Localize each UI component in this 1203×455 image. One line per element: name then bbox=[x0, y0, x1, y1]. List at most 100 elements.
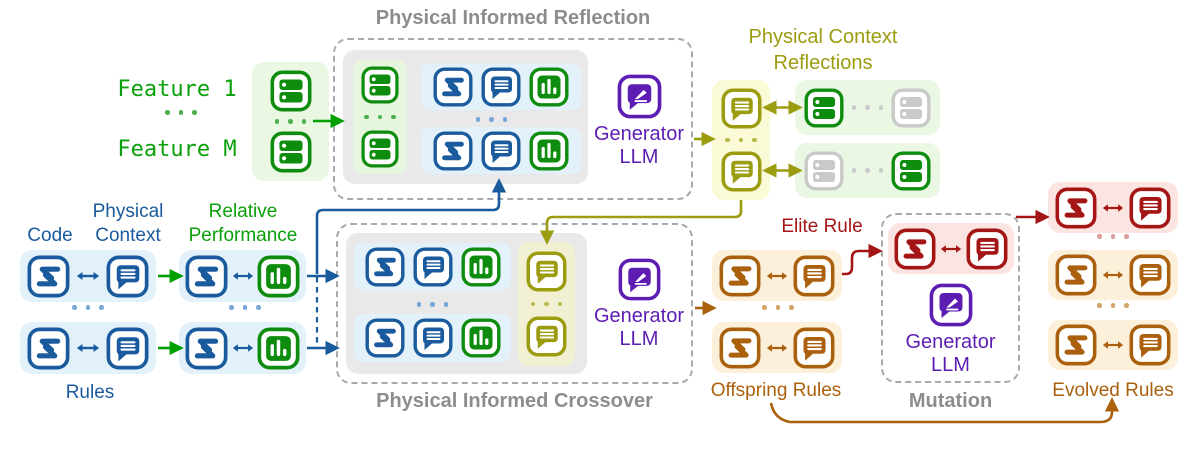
reflection-generator-llm: Generator LLM bbox=[584, 74, 694, 169]
feature-icon bbox=[804, 88, 844, 128]
code-icon bbox=[719, 255, 761, 297]
relative-label: Relative bbox=[208, 201, 278, 222]
feature-icon-disabled bbox=[804, 151, 844, 191]
feature-icon bbox=[270, 131, 312, 173]
feature-m-label: Feature M bbox=[117, 137, 237, 162]
context-chat-icon bbox=[481, 67, 521, 107]
code-icon bbox=[719, 327, 761, 369]
crossover-dashed-box bbox=[336, 223, 693, 384]
performance-chart-icon bbox=[529, 131, 569, 171]
rules-label: Rules bbox=[65, 382, 115, 403]
context-chat-icon bbox=[966, 228, 1008, 270]
ellipsis-dots bbox=[217, 305, 273, 310]
offspring-rules-label: Offspring Rules bbox=[710, 380, 842, 401]
ellipsis-dots bbox=[364, 114, 396, 120]
feature-icon-disabled bbox=[891, 88, 931, 128]
performance-chart-icon bbox=[461, 318, 501, 358]
performance-chart-icon bbox=[257, 327, 300, 370]
reflections-heading-line1: Physical Context bbox=[748, 26, 898, 48]
reflection-rule-row bbox=[421, 127, 581, 174]
llm-label: LLM bbox=[619, 145, 659, 168]
double-arrow-icon bbox=[766, 342, 788, 354]
feature-icon bbox=[361, 66, 399, 104]
performance-label: Performance bbox=[188, 225, 298, 246]
rule-code-performance bbox=[179, 250, 306, 302]
context-chat-icon bbox=[1129, 187, 1171, 229]
elite-rule-label: Elite Rule bbox=[781, 216, 863, 237]
performance-chart-icon bbox=[529, 67, 569, 107]
code-icon bbox=[185, 255, 228, 298]
evolved-rule-elite bbox=[1048, 182, 1178, 233]
ellipsis-dots bbox=[464, 117, 519, 122]
context-chat-icon bbox=[793, 255, 835, 297]
generator-llm-icon bbox=[617, 74, 662, 119]
ellipsis-dots bbox=[851, 105, 884, 110]
reflections-heading-line2: Reflections bbox=[773, 52, 873, 74]
context-chat-icon bbox=[1129, 324, 1171, 366]
double-arrow-icon bbox=[940, 243, 962, 255]
ellipsis-dots bbox=[60, 305, 116, 310]
context-chat-icon bbox=[481, 131, 521, 171]
reflection-feature-subset bbox=[795, 80, 940, 135]
ellipsis-dots bbox=[1086, 303, 1140, 308]
double-arrow-icon bbox=[1102, 269, 1124, 281]
code-icon bbox=[1055, 254, 1097, 296]
code-icon bbox=[185, 327, 228, 370]
generator-label: Generator bbox=[593, 305, 685, 327]
double-arrow-icon bbox=[232, 342, 254, 354]
features-ellipsis-dots bbox=[148, 110, 214, 115]
crossover-title: Physical Informed Crossover bbox=[376, 390, 653, 412]
feature-icon bbox=[361, 130, 399, 168]
mutation-title: Mutation bbox=[908, 390, 993, 412]
ellipsis-dots bbox=[405, 302, 460, 307]
mutation-dashed-box bbox=[881, 213, 1020, 383]
code-icon bbox=[1055, 187, 1097, 229]
ellipsis-dots bbox=[530, 301, 563, 307]
feature-icon bbox=[270, 70, 312, 112]
code-icon bbox=[433, 131, 473, 171]
crossover-generator-llm: Generator LLM bbox=[584, 258, 694, 351]
code-icon bbox=[365, 318, 405, 358]
generator-llm-icon bbox=[618, 258, 661, 301]
double-arrow-icon bbox=[232, 270, 254, 282]
performance-chart-icon bbox=[461, 247, 501, 287]
crossover-reflections-column bbox=[518, 242, 575, 366]
double-arrow-icon bbox=[766, 270, 788, 282]
evolved-rule bbox=[1048, 250, 1178, 300]
code-icon bbox=[1055, 324, 1097, 366]
physical-label: Physical bbox=[92, 201, 164, 222]
crossover-rule-row bbox=[354, 243, 511, 291]
code-icon bbox=[894, 228, 936, 270]
evolved-rule bbox=[1048, 320, 1178, 370]
features-group bbox=[252, 62, 329, 181]
rule-code-context bbox=[20, 322, 156, 374]
elite-rule-card bbox=[888, 223, 1014, 274]
code-icon bbox=[365, 247, 405, 287]
double-arrow-icon bbox=[1102, 202, 1124, 214]
rule-code-performance bbox=[179, 322, 306, 374]
crossover-rule-row bbox=[354, 314, 511, 362]
double-arrow-icon bbox=[76, 342, 100, 354]
context-chat-icon bbox=[1129, 254, 1171, 296]
mutation-generator-llm: Generator LLM bbox=[897, 283, 1004, 377]
context-label: Context bbox=[95, 225, 161, 246]
reflection-chat-icon bbox=[721, 151, 762, 192]
double-arrow-icon bbox=[1102, 339, 1124, 351]
ellipsis-dots bbox=[752, 305, 804, 310]
llm-label: LLM bbox=[619, 327, 659, 350]
feature-icon bbox=[891, 151, 931, 191]
context-chat-icon bbox=[106, 255, 149, 298]
reflection-title: Physical Informed Reflection bbox=[375, 7, 651, 29]
arrow-elite-to-mutation bbox=[842, 243, 883, 276]
rule-code-context bbox=[20, 250, 156, 302]
reflection-features-column bbox=[353, 60, 407, 174]
reflection-rule-row bbox=[421, 63, 581, 110]
llm-label: LLM bbox=[931, 353, 970, 376]
context-chat-icon bbox=[413, 318, 453, 358]
offspring-rule bbox=[712, 322, 842, 373]
feature-1-label: Feature 1 bbox=[117, 77, 237, 102]
reflection-chat-icon bbox=[526, 251, 567, 292]
generator-llm-icon bbox=[929, 283, 973, 327]
code-icon bbox=[433, 67, 473, 107]
